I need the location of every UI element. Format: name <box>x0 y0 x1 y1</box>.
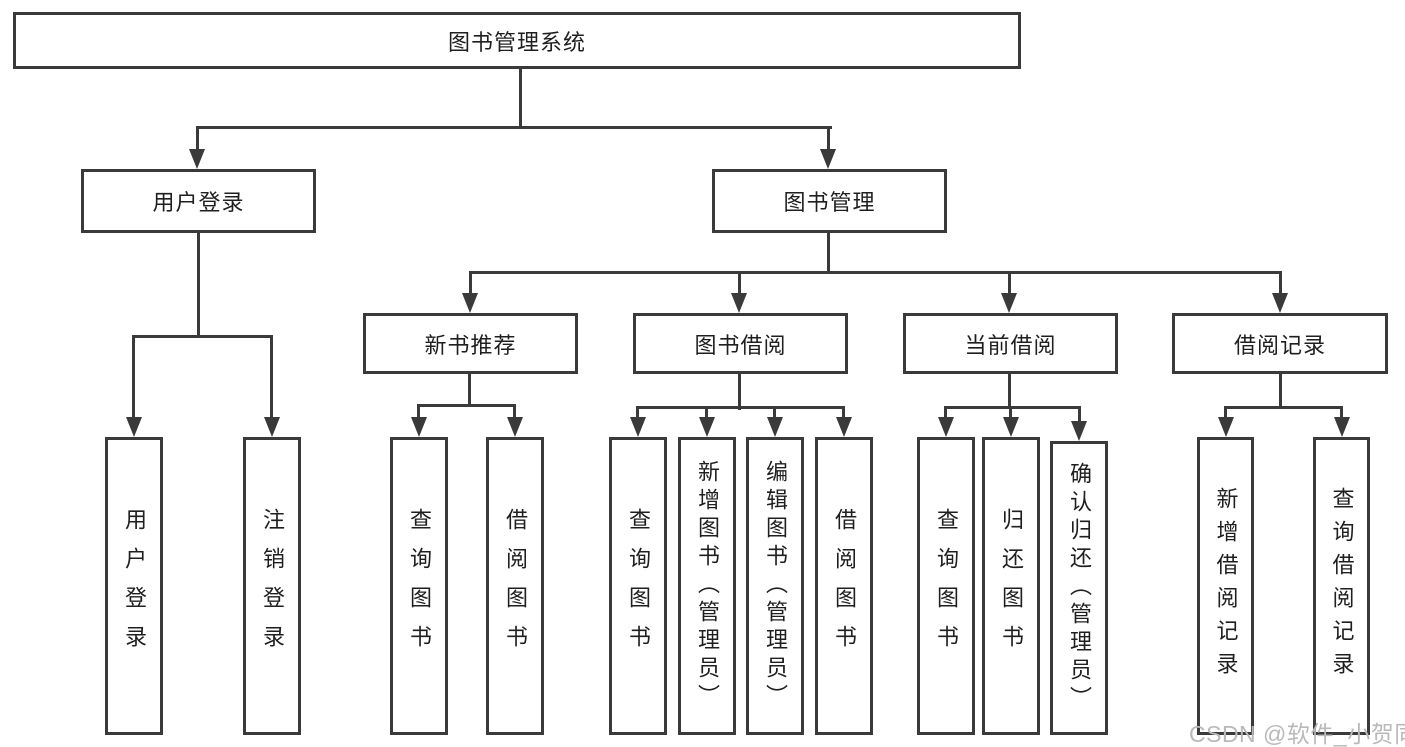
connector-g5-drop <box>1279 374 1282 409</box>
connector-l3-stem-2 <box>738 271 741 295</box>
node-current-borrow-label: 当前借阅 <box>964 332 1057 358</box>
leaf-user-login-label: 用户登录 <box>122 508 147 664</box>
arrow-down-icon <box>938 417 954 437</box>
connector-g1-stem-2 <box>270 335 273 419</box>
leaf-borrow-book: 借阅图书 <box>815 437 873 735</box>
leaf-return-book-label: 归还图书 <box>999 508 1024 664</box>
node-current-borrow: 当前借阅 <box>903 313 1118 374</box>
connector-g5-rail <box>1224 406 1342 409</box>
leaf-query-book-current: 查询图书 <box>917 437 975 735</box>
arrow-down-icon <box>1334 417 1350 437</box>
connector-l2-stem-left <box>196 126 199 152</box>
connector-l3-rail <box>469 271 1282 274</box>
leaf-query-book-recommend-label: 查询图书 <box>407 508 432 664</box>
node-book-borrow: 图书借阅 <box>633 313 848 374</box>
leaf-confirm-return-admin-label: 确认归还（管理员） <box>1067 462 1092 714</box>
connector-g4-stem-1 <box>944 406 947 419</box>
leaf-add-book-admin-label: 新增图书（管理员） <box>695 460 720 712</box>
arrow-down-icon <box>126 417 142 437</box>
root-node-label: 图书管理系统 <box>447 29 586 55</box>
connector-l3-drop <box>827 233 830 274</box>
arrow-down-icon <box>1071 421 1087 441</box>
connector-g3-stem-4 <box>842 406 845 419</box>
connector-g4-stem-3 <box>1078 406 1081 423</box>
node-book-borrow-label: 图书借阅 <box>694 332 787 358</box>
node-borrow-record: 借阅记录 <box>1172 313 1388 374</box>
arrow-down-icon <box>411 417 427 437</box>
connector-g4-stem-2 <box>1009 406 1012 419</box>
connector-g3-stem-2 <box>705 406 708 419</box>
arrow-down-icon <box>1272 293 1288 313</box>
connector-l2-rail <box>196 126 832 129</box>
node-user-login: 用户登录 <box>81 169 316 233</box>
connector-l3-stem-3 <box>1008 271 1011 295</box>
node-new-book-recommend-label: 新书推荐 <box>424 332 517 358</box>
connector-g3-drop <box>738 374 741 410</box>
connector-g3-stem-3 <box>773 406 776 419</box>
arrow-down-icon <box>630 417 646 437</box>
connector-root-drop <box>519 68 522 129</box>
arrow-down-icon <box>836 417 852 437</box>
connector-l3-stem-4 <box>1279 271 1282 295</box>
connector-g5-stem-1 <box>1224 406 1227 419</box>
leaf-edit-book-admin: 编辑图书（管理员） <box>746 437 804 735</box>
arrow-down-icon <box>1001 293 1017 313</box>
leaf-add-borrow-record: 新增借阅记录 <box>1197 437 1254 735</box>
connector-g2-stem-2 <box>513 404 516 419</box>
arrow-down-icon <box>1218 417 1234 437</box>
leaf-confirm-return-admin: 确认归还（管理员） <box>1050 441 1108 735</box>
connector-l2-stem-right <box>827 126 830 152</box>
connector-g5-stem-2 <box>1340 406 1343 419</box>
connector-g3-rail <box>636 406 845 409</box>
leaf-query-book-borrow-label: 查询图书 <box>626 508 651 664</box>
node-user-login-label: 用户登录 <box>152 190 245 215</box>
leaf-borrow-book-label: 借阅图书 <box>832 508 857 664</box>
connector-g2-stem-1 <box>417 404 420 419</box>
connector-l3-stem-1 <box>469 271 472 295</box>
connector-g2-rail <box>417 404 516 407</box>
connector-g1-stem-1 <box>132 335 135 419</box>
connector-g4-rail <box>944 406 1081 409</box>
leaf-edit-book-admin-label: 编辑图书（管理员） <box>763 460 788 712</box>
leaf-query-book-current-label: 查询图书 <box>934 508 959 664</box>
leaf-user-login: 用户登录 <box>105 437 163 735</box>
connector-g4-drop <box>1008 374 1011 409</box>
root-node-library-system: 图书管理系统 <box>13 12 1021 69</box>
arrow-down-icon <box>507 417 523 437</box>
arrow-down-icon <box>731 293 747 313</box>
leaf-query-borrow-record-label: 查询借阅记录 <box>1329 487 1355 685</box>
connector-g2-drop <box>468 374 471 407</box>
node-new-book-recommend: 新书推荐 <box>363 313 578 374</box>
leaf-query-book-recommend: 查询图书 <box>390 437 448 735</box>
arrow-down-icon <box>1003 417 1019 437</box>
node-borrow-record-label: 借阅记录 <box>1233 332 1326 358</box>
arrow-down-icon <box>264 417 280 437</box>
leaf-logout-label: 注销登录 <box>260 508 285 664</box>
connector-g3-stem-1 <box>636 406 639 419</box>
node-book-management: 图书管理 <box>712 169 947 233</box>
node-book-management-label: 图书管理 <box>783 190 876 215</box>
connector-g1-drop <box>197 233 200 338</box>
arrow-down-icon <box>189 149 205 169</box>
connector-g1-rail <box>132 335 273 338</box>
leaf-return-book: 归还图书 <box>982 437 1040 735</box>
arrow-down-icon <box>699 417 715 437</box>
arrow-down-icon <box>462 293 478 313</box>
arrow-down-icon <box>820 149 836 169</box>
leaf-query-book-borrow: 查询图书 <box>609 437 667 735</box>
leaf-logout: 注销登录 <box>243 437 301 735</box>
leaf-add-borrow-record-label: 新增借阅记录 <box>1213 487 1239 685</box>
watermark-text: CSDN @软件_小贺同学 <box>1189 721 1405 747</box>
leaf-borrow-book-recommend: 借阅图书 <box>486 437 544 735</box>
leaf-add-book-admin: 新增图书（管理员） <box>678 437 736 735</box>
arrow-down-icon <box>767 417 783 437</box>
leaf-borrow-book-recommend-label: 借阅图书 <box>503 508 528 664</box>
leaf-query-borrow-record: 查询借阅记录 <box>1313 437 1370 735</box>
